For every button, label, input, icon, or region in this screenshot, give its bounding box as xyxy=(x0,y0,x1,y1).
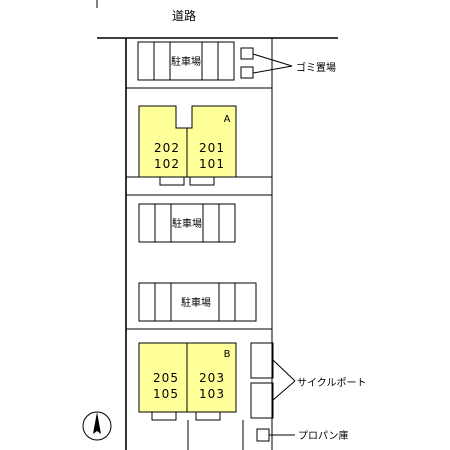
unit-105: 105 xyxy=(153,387,179,401)
building-a: A 202 102 201 101 xyxy=(138,105,237,186)
propane-storage: プロパン庫 xyxy=(256,428,349,442)
building-b: B 205 105 203 103 xyxy=(138,342,237,421)
parking-lot-middle: 駐車場 xyxy=(138,203,236,243)
garbage-label: ゴミ置場 xyxy=(296,61,336,74)
parking-lot-top: 駐車場 xyxy=(137,41,235,81)
road-label: 道路 xyxy=(172,8,196,23)
parking-label-lower: 駐車場 xyxy=(181,296,211,309)
building-a-label: A xyxy=(224,114,231,125)
parking-lot-lower: 駐車場 xyxy=(138,282,257,322)
north-arrow-icon xyxy=(82,411,112,441)
cycle-port-label: サイクルポート xyxy=(297,377,367,389)
garbage-storage: ゴミ置場 xyxy=(240,47,336,79)
unit-203: 203 xyxy=(199,371,225,385)
unit-202: 202 xyxy=(154,141,180,155)
unit-103: 103 xyxy=(199,387,225,401)
building-b-label: B xyxy=(224,349,231,360)
unit-201: 201 xyxy=(199,141,225,155)
propane-label: プロパン庫 xyxy=(298,429,349,442)
unit-205: 205 xyxy=(153,371,179,385)
parking-label-top: 駐車場 xyxy=(171,55,201,68)
unit-102: 102 xyxy=(154,157,180,171)
unit-101: 101 xyxy=(199,157,225,171)
parking-label-middle: 駐車場 xyxy=(172,217,202,230)
cycle-port: サイクルポート xyxy=(250,342,367,419)
